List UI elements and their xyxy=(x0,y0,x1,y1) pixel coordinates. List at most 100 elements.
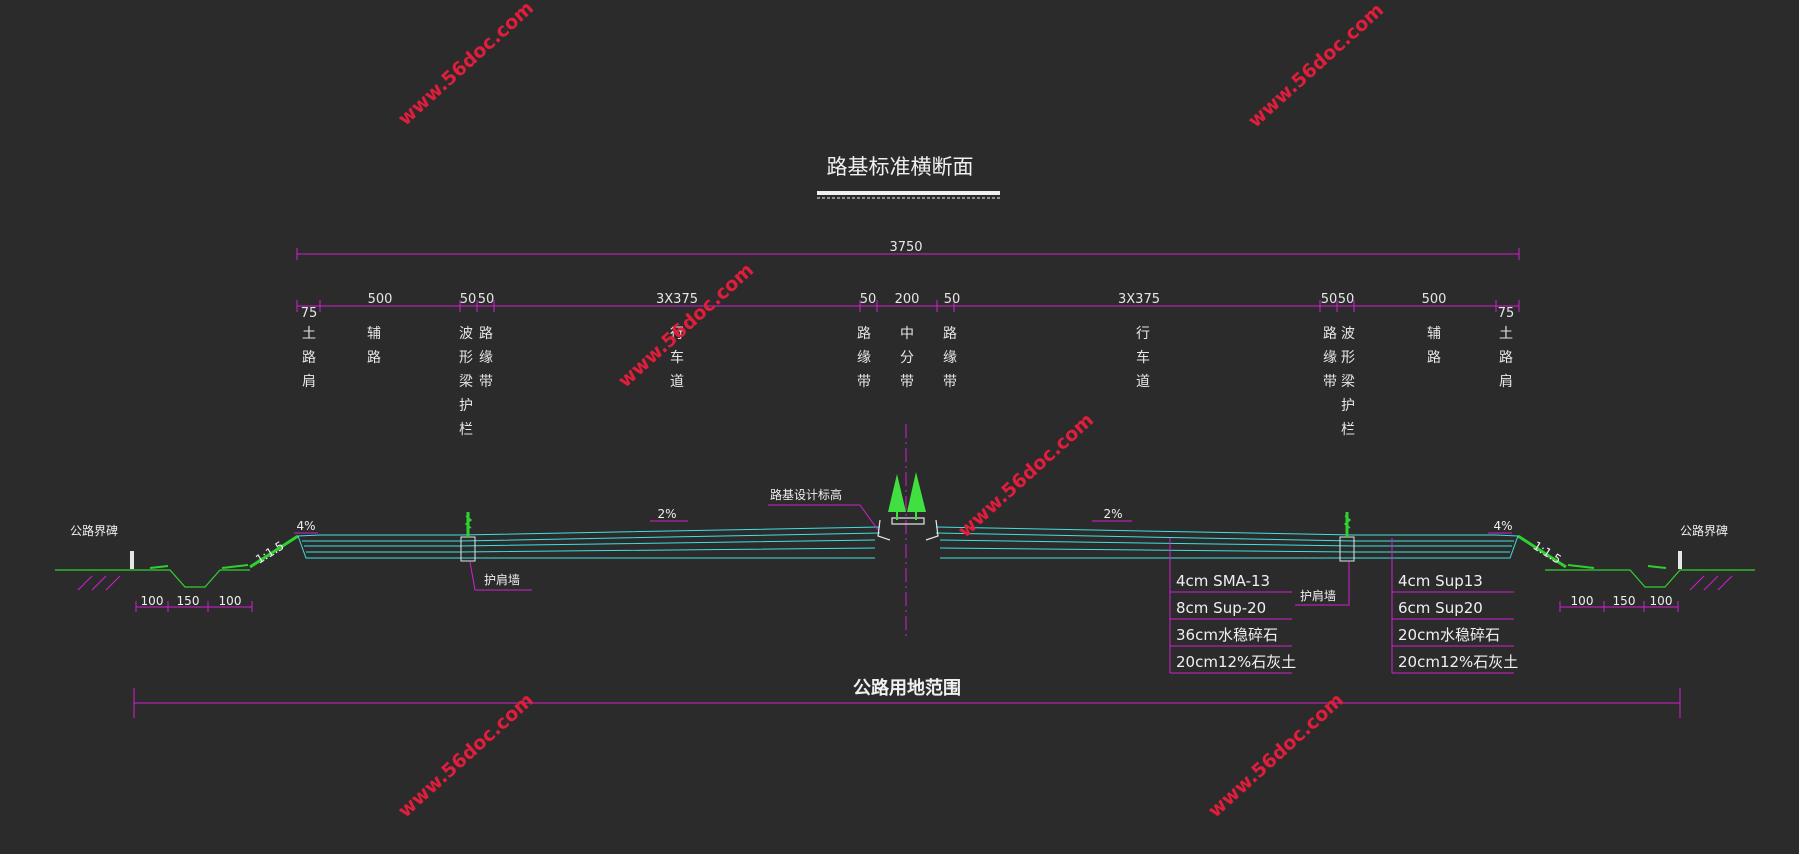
pavement-layer-label: 4cm SMA-13 xyxy=(1176,572,1270,590)
curb-wall-left-label: 护肩墙 xyxy=(484,572,520,587)
label-edge-strip-char: 带 xyxy=(857,374,871,390)
watermark-text: www.56doc.com xyxy=(614,259,758,392)
ditch-dim-label: 100 xyxy=(219,594,242,608)
total-width-dimension: 3750 xyxy=(296,240,1520,260)
label-guardrail-char: 栏 xyxy=(1341,422,1355,438)
label-edge-strip-char: 带 xyxy=(479,374,493,390)
dim-aux-left: 500 xyxy=(368,292,393,307)
label-soil-shoulder-char: 土 xyxy=(1499,326,1513,342)
pavement-layer-label: 6cm Sup20 xyxy=(1398,599,1483,617)
label-median-char: 分 xyxy=(900,350,914,366)
boundary-marker-left-label: 公路界碑 xyxy=(70,523,118,538)
dim-guard-b-right: 50 xyxy=(1338,292,1355,307)
label-edge-strip-char: 路 xyxy=(943,326,957,342)
dim-guard-a-left: 50 xyxy=(460,292,477,307)
dim-guard-b-left: 50 xyxy=(478,292,495,307)
label-soil-shoulder-char: 肩 xyxy=(302,374,316,390)
label-guardrail-char: 护 xyxy=(1341,398,1355,414)
label-edge-strip-char: 带 xyxy=(1323,374,1337,390)
guardrail-right-icon xyxy=(1339,512,1355,562)
label-edge-strip-char: 路 xyxy=(857,326,871,342)
label-aux-lane-char: 辅 xyxy=(367,326,381,342)
land-range-dimension: 公路用地范围 xyxy=(133,677,1681,718)
pavement-layer-label: 8cm Sup-20 xyxy=(1176,599,1266,617)
design-elevation-label: 路基设计标高 xyxy=(770,487,842,502)
dim-shoulder-left: 75 xyxy=(301,306,318,321)
label-soil-shoulder-char: 路 xyxy=(302,350,316,366)
label-guardrail-char: 形 xyxy=(459,350,473,366)
label-median-char: 带 xyxy=(900,374,914,390)
side-slope-right: 1:1.5 xyxy=(1530,539,1564,567)
label-soil-shoulder-char: 肩 xyxy=(1499,374,1513,390)
drawing-title: 路基标准横断面 xyxy=(827,155,974,179)
slope-lane-right: 2% xyxy=(1103,507,1122,521)
label-carriageway-char: 道 xyxy=(670,374,684,390)
slope-markers xyxy=(294,520,1512,534)
boundary-marker-right-icon xyxy=(1678,551,1682,569)
pavement-layer-label: 20cm12%石灰土 xyxy=(1176,653,1296,671)
watermark-text: www.56doc.com xyxy=(954,409,1098,542)
label-carriageway-char: 行 xyxy=(1136,326,1150,342)
watermark-text: www.56doc.com xyxy=(394,0,538,130)
median-trees-icon xyxy=(888,472,926,520)
guardrail-left-icon xyxy=(460,512,476,562)
label-soil-shoulder-char: 路 xyxy=(1499,350,1513,366)
label-edge-strip-char: 缘 xyxy=(1323,350,1337,366)
dim-lanes-right: 3X375 xyxy=(1118,292,1160,307)
ditch-dim-label: 150 xyxy=(177,594,200,608)
label-carriageway-char: 行 xyxy=(670,326,684,342)
pavement-layer-label: 20cm水稳碎石 xyxy=(1398,626,1500,644)
label-guardrail-char: 波 xyxy=(459,326,473,342)
label-edge-strip-char: 缘 xyxy=(943,350,957,366)
label-guardrail-char: 波 xyxy=(1341,326,1355,342)
watermark-text: www.56doc.com xyxy=(1244,0,1388,132)
design-elevation-leader xyxy=(768,504,879,531)
curb-wall-right-leader xyxy=(1295,562,1350,606)
ditch-dim-label: 100 xyxy=(1571,594,1594,608)
median-structure xyxy=(877,517,939,541)
dim-lanes-left: 3X375 xyxy=(656,292,698,307)
ditch-dims-right: 100 150 100 xyxy=(1559,594,1679,612)
slope-grass xyxy=(149,564,1667,569)
label-edge-strip-char: 路 xyxy=(479,326,493,342)
dim-edge-right: 50 xyxy=(944,292,961,307)
curb-wall-left-leader xyxy=(469,561,532,591)
dim-edge-left: 50 xyxy=(860,292,877,307)
label-carriageway-char: 道 xyxy=(1136,374,1150,390)
slope-shoulder-right: 4% xyxy=(1493,519,1512,533)
boundary-marker-left-icon xyxy=(130,551,134,569)
ditch-dim-label: 150 xyxy=(1613,594,1636,608)
label-carriageway-char: 车 xyxy=(1136,349,1150,366)
label-guardrail-char: 护 xyxy=(459,398,473,414)
dim-median: 200 xyxy=(895,292,920,307)
land-range-label: 公路用地范围 xyxy=(853,677,961,699)
label-guardrail-char: 形 xyxy=(1341,350,1355,366)
total-width-label: 3750 xyxy=(889,240,922,255)
component-labels: 土路肩辅路波形梁护栏路缘带行车道路缘带中分带路缘带行车道路缘带波形梁护栏辅路土路… xyxy=(302,326,1513,438)
label-guardrail-char: 梁 xyxy=(459,374,473,390)
label-edge-strip-char: 带 xyxy=(943,374,957,390)
label-soil-shoulder-char: 土 xyxy=(302,326,316,342)
component-dimension-line xyxy=(296,300,1520,312)
left-ditch-hatch xyxy=(77,575,1733,591)
label-edge-strip-char: 缘 xyxy=(857,350,871,366)
dim-guard-a-right: 50 xyxy=(1321,292,1338,307)
ditch-dim-label: 100 xyxy=(1650,594,1673,608)
label-aux-lane-char: 路 xyxy=(367,350,381,366)
boundary-marker-right-label: 公路界碑 xyxy=(1680,523,1728,538)
slope-lane-left: 2% xyxy=(657,507,676,521)
ground-lines xyxy=(55,569,1755,588)
label-median-char: 中 xyxy=(900,326,914,342)
label-aux-lane-char: 路 xyxy=(1427,350,1441,366)
label-edge-strip-char: 缘 xyxy=(479,350,493,366)
curb-wall-right-label: 护肩墙 xyxy=(1300,588,1336,603)
side-slope-left: 1:1.5 xyxy=(253,539,287,567)
label-guardrail-char: 梁 xyxy=(1341,374,1355,390)
slope-shoulder-left: 4% xyxy=(296,519,315,533)
dim-aux-right: 500 xyxy=(1422,292,1447,307)
pavement-layer-label: 20cm12%石灰土 xyxy=(1398,653,1518,671)
